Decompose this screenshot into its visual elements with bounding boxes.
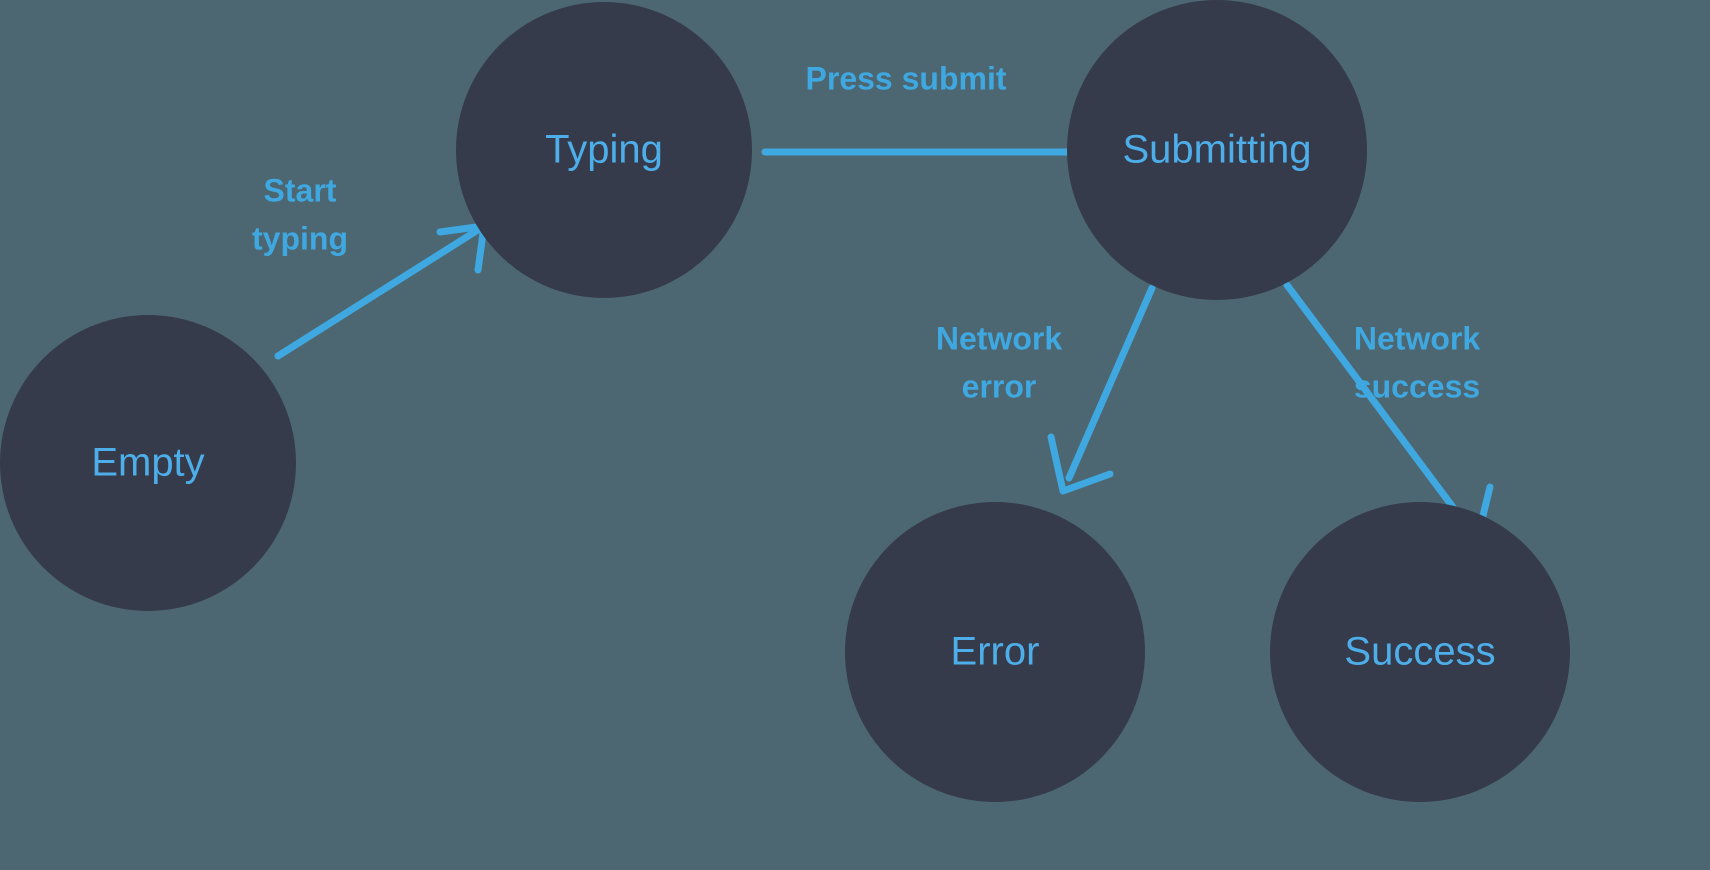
- state-node-submitting[interactable]: Submitting: [1067, 0, 1367, 300]
- transition-label-submitting-to-success-line-1: Network: [1354, 320, 1480, 356]
- transition-label-typing-to-submitting-line-1: Press submit: [806, 60, 1007, 96]
- transition-label-empty-to-typing-line-2: typing: [252, 220, 348, 256]
- transition-label-submitting-to-success: Network success: [1354, 320, 1480, 404]
- transition-label-empty-to-typing: Start typing: [252, 172, 348, 256]
- state-node-error-label: Error: [951, 630, 1040, 674]
- state-node-typing[interactable]: Typing: [456, 2, 752, 298]
- state-node-typing-circle: [456, 2, 752, 298]
- transition-label-submitting-to-success-line-2: success: [1354, 368, 1480, 404]
- state-node-empty-label: Empty: [91, 441, 204, 485]
- state-node-success-label: Success: [1344, 630, 1495, 674]
- state-node-error[interactable]: Error: [845, 502, 1145, 802]
- state-node-empty[interactable]: Empty: [0, 315, 296, 611]
- arrowhead-submitting-to-error: [1047, 433, 1114, 495]
- transition-label-typing-to-submitting: Press submit: [806, 60, 1007, 96]
- state-node-success-circle: [1270, 502, 1570, 802]
- transition-line-empty-to-typing: [274, 224, 485, 360]
- transition-label-empty-to-typing-line-1: Start: [264, 172, 337, 208]
- state-node-submitting-label: Submitting: [1123, 128, 1312, 172]
- transition-line-submitting-to-error: [1065, 284, 1156, 482]
- state-node-success[interactable]: Success: [1270, 502, 1570, 802]
- state-node-typing-label: Typing: [545, 128, 663, 172]
- transition-label-submitting-to-error-line-1: Network: [936, 320, 1062, 356]
- state-node-error-circle: [845, 502, 1145, 802]
- state-node-empty-circle: [0, 315, 296, 611]
- transition-label-submitting-to-error-line-2: error: [962, 368, 1037, 404]
- transition-label-submitting-to-error: Network error: [936, 320, 1062, 404]
- state-node-submitting-circle: [1067, 0, 1367, 300]
- transition-submitting-to-error[interactable]: [1047, 284, 1156, 495]
- transition-line-submitting-to-success: [1283, 281, 1474, 534]
